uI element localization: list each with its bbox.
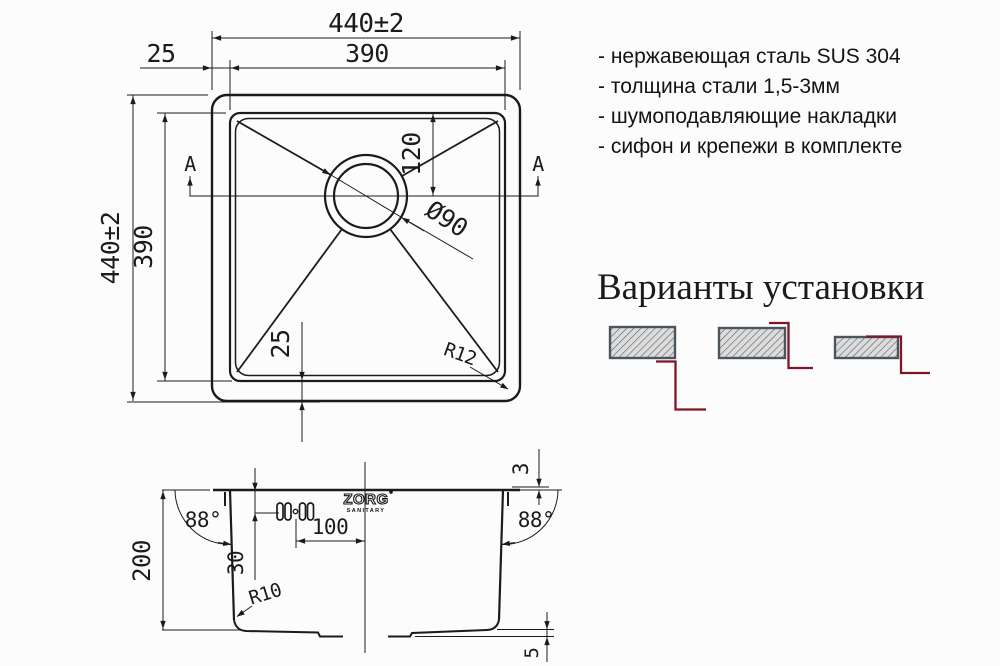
dim-label-flange-bottom: 25 bbox=[266, 329, 295, 358]
dim-label-hole-offset-h: 100 bbox=[312, 515, 348, 539]
bowl-diagonal bbox=[401, 120, 499, 177]
spec-item: - сифон и крепежи в комплекте bbox=[598, 135, 903, 158]
dia-dim-line bbox=[330, 174, 402, 218]
overflow-hole bbox=[292, 508, 299, 515]
section-line-a-a bbox=[189, 176, 539, 197]
left-wall bbox=[228, 489, 236, 621]
dim-label-width-inner: 390 bbox=[345, 39, 389, 68]
dim-label-drain-offset: 120 bbox=[397, 132, 426, 176]
spec-item: - толщина стали 1,5-3мм bbox=[598, 75, 840, 98]
dim-label-height-inner: 390 bbox=[129, 225, 158, 269]
sink-profile-red-2 bbox=[769, 321, 813, 370]
section-view-labels: 200 88° 88° 30 100 R10 3 5 ZORG SANITARY bbox=[128, 463, 555, 659]
dim-arrow bbox=[217, 540, 232, 546]
bowl-diagonal bbox=[236, 228, 343, 373]
dim-label-hole-offset-v: 30 bbox=[224, 551, 248, 575]
dim-label-flange-left: 25 bbox=[146, 39, 175, 68]
install-options-title: Варианты установки bbox=[597, 267, 925, 308]
sink-bowl-rim-outline bbox=[228, 111, 507, 383]
spec-item: - шумоподавляющие накладки bbox=[598, 105, 897, 128]
brand-logo-sub: SANITARY bbox=[347, 508, 386, 514]
dim-label-drain-diameter: Ø90 bbox=[420, 195, 472, 243]
angle-arc-right bbox=[501, 489, 559, 546]
brand-logo: ZORG bbox=[343, 491, 388, 508]
countertop-hatch-2 bbox=[717, 326, 787, 360]
section-label-a-left: A bbox=[184, 152, 196, 176]
top-view-labels: 440±2 390 25 440±2 390 120 Ø90 25 R12 A … bbox=[96, 9, 545, 370]
countertop-hatch-1 bbox=[608, 325, 677, 360]
overflow-slot bbox=[298, 502, 307, 521]
r10-leader bbox=[236, 605, 253, 617]
bowl-diagonal bbox=[389, 228, 499, 373]
right-wall bbox=[497, 489, 505, 621]
r12-leader bbox=[469, 366, 509, 390]
install-options-figures bbox=[608, 321, 930, 411]
spec-list: - нержавеющая сталь SUS 304 - толщина ст… bbox=[598, 42, 958, 162]
dim-label-height-outer: 440±2 bbox=[96, 212, 125, 285]
dim-arrow bbox=[501, 540, 516, 546]
dim-label-corner-radius: R12 bbox=[441, 338, 479, 370]
bottom-right-profile bbox=[388, 619, 500, 638]
angle-arc-left bbox=[174, 489, 232, 546]
dim-label-bottom-radius: R10 bbox=[246, 579, 284, 610]
dim-label-width-outer: 440±2 bbox=[328, 9, 404, 39]
overflow-slot bbox=[284, 502, 292, 521]
sink-bowl-inner-outline bbox=[234, 117, 501, 377]
bottom-left-profile bbox=[233, 619, 343, 638]
overflow-slot bbox=[306, 502, 315, 521]
dia-arrow bbox=[306, 160, 331, 175]
spec-item: - нержавеющая сталь SUS 304 bbox=[598, 45, 901, 68]
dim-label-angle-right: 88° bbox=[518, 508, 554, 532]
section-view-drawing bbox=[160, 449, 562, 662]
registered-mark-icon bbox=[389, 490, 393, 494]
sink-outer-outline bbox=[210, 93, 522, 403]
sink-profile-red-3 bbox=[866, 335, 930, 375]
dim-label-lip-height: 5 bbox=[521, 648, 543, 659]
section-label-a-right: A bbox=[532, 152, 544, 176]
countertop-hatch-3 bbox=[833, 335, 900, 360]
sink-profile-red-1 bbox=[656, 360, 706, 411]
overflow-slot bbox=[276, 502, 284, 521]
top-view-drawing bbox=[127, 31, 541, 442]
dim-label-depth: 200 bbox=[128, 540, 156, 582]
dim-label-angle-left: 88° bbox=[185, 508, 221, 532]
dia-leader bbox=[400, 216, 474, 260]
dim-label-rim-height: 3 bbox=[509, 463, 533, 475]
